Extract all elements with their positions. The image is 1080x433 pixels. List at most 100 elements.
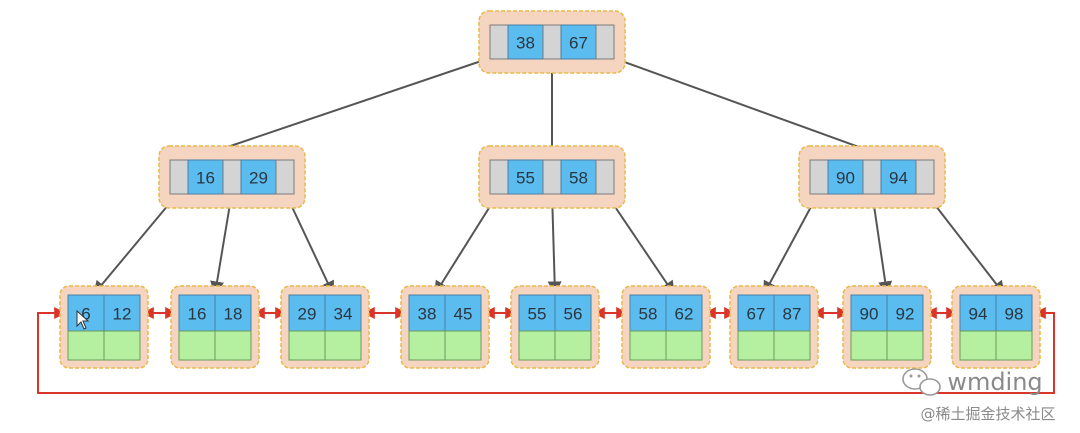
- key-cell: [408, 294, 446, 332]
- tree-edge: [284, 191, 334, 296]
- key-cell: [507, 24, 544, 60]
- tree-edge: [763, 191, 820, 296]
- tree-edge: [871, 191, 893, 296]
- watermark-site: @稀土掘金技术社区: [920, 405, 1055, 423]
- pointer-cell: [915, 159, 935, 195]
- leaf-links: [37, 307, 1055, 394]
- key-label: 55: [528, 305, 547, 324]
- key-label: 90: [836, 169, 855, 188]
- key-cell: [880, 159, 917, 195]
- data-cell: [554, 330, 592, 361]
- data-cell: [886, 330, 924, 361]
- data-cell: [773, 330, 811, 361]
- key-label: 45: [454, 305, 473, 324]
- key-cell: [67, 294, 105, 332]
- data-cell: [850, 330, 888, 361]
- key-label: 58: [569, 169, 588, 188]
- key-label: 87: [783, 305, 802, 324]
- data-cell: [288, 330, 326, 361]
- mouse-cursor-icon: [76, 309, 90, 330]
- data-cell: [995, 330, 1033, 361]
- pointer-cell: [542, 159, 562, 195]
- key-label: 92: [896, 305, 915, 324]
- pointer-cell: [595, 24, 615, 60]
- pointer-cell: [809, 159, 829, 195]
- data-cell: [214, 330, 252, 361]
- pointer-cell: [275, 159, 295, 195]
- key-cell: [187, 159, 224, 195]
- key-cell: [444, 294, 482, 332]
- tree-edge: [604, 191, 675, 296]
- key-label: 58: [639, 305, 658, 324]
- data-cell: [67, 330, 105, 361]
- leaf-node-6: 58 62: [621, 285, 711, 369]
- key-label: 62: [675, 305, 694, 324]
- tree-edge: [924, 191, 1005, 296]
- leaf-node-4: 38 45: [400, 285, 490, 369]
- leaf-loop-link: [37, 307, 1055, 394]
- key-label: 38: [516, 34, 535, 53]
- key-cell: [103, 294, 141, 332]
- watermark: wmding @稀土掘金技术社区: [902, 368, 1056, 423]
- data-cell: [103, 330, 141, 361]
- data-cell: [178, 330, 216, 361]
- key-cell: [324, 294, 362, 332]
- key-cell: [560, 159, 597, 195]
- key-label: 67: [747, 305, 766, 324]
- key-label: 12: [113, 305, 132, 324]
- key-label: 56: [564, 305, 583, 324]
- key-cell: [995, 294, 1033, 332]
- leaf-node-1: 6 12: [59, 285, 149, 369]
- leaf-node-8: 90 92: [842, 285, 932, 369]
- key-label: 29: [298, 305, 317, 324]
- data-cell: [408, 330, 446, 361]
- pointer-cell: [169, 159, 189, 195]
- key-cell: [288, 294, 326, 332]
- data-cell: [959, 330, 997, 361]
- key-label: 94: [969, 305, 988, 324]
- key-label: 94: [889, 169, 908, 188]
- data-cell: [737, 330, 775, 361]
- key-label: 55: [516, 169, 535, 188]
- key-cell: [554, 294, 592, 332]
- pointer-cell: [542, 24, 562, 60]
- key-cell: [214, 294, 252, 332]
- key-cell: [507, 159, 544, 195]
- data-cell: [518, 330, 556, 361]
- tree-edge: [190, 54, 500, 162]
- key-cell: [560, 24, 597, 60]
- tree-edge: [93, 191, 180, 296]
- key-label: 38: [418, 305, 437, 324]
- key-cell: [959, 294, 997, 332]
- key-label: 16: [188, 305, 207, 324]
- internal-node-3: 90 94: [798, 145, 946, 209]
- pointer-cell: [222, 159, 242, 195]
- key-label: 90: [860, 305, 879, 324]
- key-label: 29: [249, 169, 268, 188]
- key-cell: [518, 294, 556, 332]
- internal-node-2: 55 58: [478, 145, 626, 209]
- tree-edges: [93, 54, 1005, 296]
- tree-edge: [434, 191, 500, 296]
- key-label: 18: [224, 305, 243, 324]
- leaf-node-7: 67 87: [729, 285, 819, 369]
- tree-edge: [210, 191, 233, 296]
- pointer-cell: [862, 159, 882, 195]
- tree-edge: [547, 191, 562, 296]
- pointer-cell: [489, 159, 509, 195]
- data-cell: [444, 330, 482, 361]
- tree-edge: [604, 54, 894, 162]
- leaf-node-3: 29 34: [280, 285, 370, 369]
- pointer-cell: [489, 24, 509, 60]
- wechat-icon: [902, 368, 941, 396]
- key-label: 34: [334, 305, 353, 324]
- watermark-brand: wmding: [947, 368, 1042, 396]
- key-label: 6: [81, 305, 90, 324]
- key-cell: [629, 294, 667, 332]
